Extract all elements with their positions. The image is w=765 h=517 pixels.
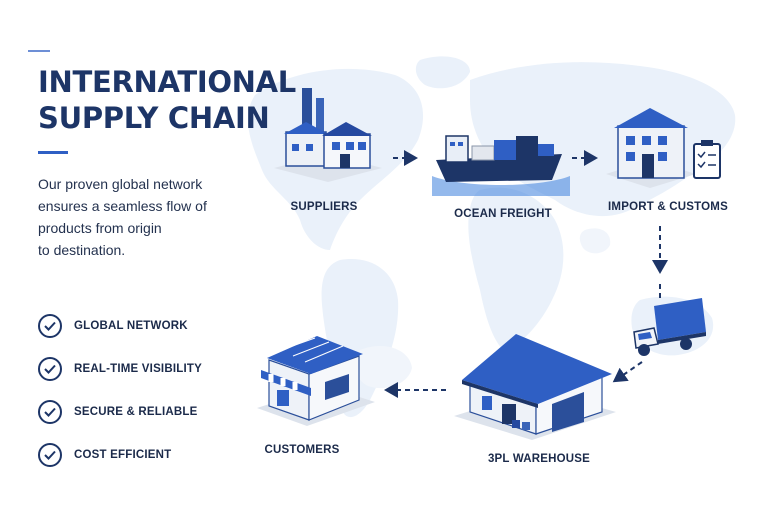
stage-label-suppliers: SUPPLIERS xyxy=(290,201,358,213)
delivery-truck-icon xyxy=(633,298,706,356)
title-line-2: SUPPLY CHAIN xyxy=(38,101,270,135)
stage-label-customers: CUSTOMERS xyxy=(264,444,340,456)
stage-label-ocean-freight: OCEAN FREIGHT xyxy=(454,208,552,220)
stage-label-import-customs: IMPORT & CUSTOMS xyxy=(608,201,728,213)
description-line-3: products from origin xyxy=(38,220,162,236)
feature-item: SECURE & RELIABLE xyxy=(38,390,202,433)
description-line-1: Our proven global network xyxy=(38,176,203,192)
warehouse-icon xyxy=(454,334,616,440)
accent-line xyxy=(28,50,50,52)
customs-building-icon xyxy=(606,108,721,188)
title-underline xyxy=(38,151,68,154)
feature-label: COST EFFICIENT xyxy=(74,448,172,461)
page-title: INTERNATIONAL SUPPLY CHAIN xyxy=(38,64,296,136)
feature-label: SECURE & RELIABLE xyxy=(74,405,198,418)
check-circle-icon xyxy=(38,356,62,381)
feature-label: GLOBAL NETWORK xyxy=(74,319,188,332)
title-line-1: INTERNATIONAL xyxy=(38,65,296,99)
feature-item: GLOBAL NETWORK xyxy=(38,304,202,347)
check-circle-icon xyxy=(38,313,62,338)
description-line-2: ensures a seamless flow of xyxy=(38,198,207,214)
cargo-ship-icon xyxy=(432,135,570,196)
feature-item: REAL-TIME VISIBILITY xyxy=(38,347,202,390)
feature-list: GLOBAL NETWORK REAL-TIME VISIBILITY SECU… xyxy=(38,304,202,476)
feature-item: COST EFFICIENT xyxy=(38,433,202,476)
stage-label-3pl-warehouse: 3PL WAREHOUSE xyxy=(487,453,591,465)
arrow-truck-to-warehouse xyxy=(612,361,643,383)
store-icon xyxy=(257,336,375,426)
factory-icon xyxy=(274,88,382,182)
check-circle-icon xyxy=(38,399,62,424)
feature-label: REAL-TIME VISIBILITY xyxy=(74,362,202,375)
check-circle-icon xyxy=(38,442,62,467)
description-line-4: to destination. xyxy=(38,242,126,258)
description: Our proven global network ensures a seam… xyxy=(38,173,238,261)
